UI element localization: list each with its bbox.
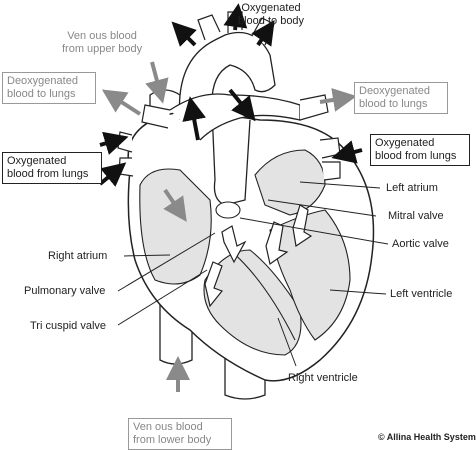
- leader-lines: [117, 181, 389, 367]
- label-oxy-from-lungs-right: Oxygenated blood from lungs: [370, 134, 470, 166]
- label-venous-upper: Ven ous blood from upper body: [62, 30, 143, 55]
- label-deoxy-left: Deoxygenated blood to lungs: [2, 72, 96, 104]
- grey-flow-arrows: [101, 61, 357, 392]
- label-right-ventricle: Right ventricle: [288, 372, 358, 384]
- left-ventricle-chamber: [269, 209, 351, 341]
- copyright-notice: © Allina Health System: [378, 432, 476, 442]
- label-left-atrium: Left atrium: [386, 182, 438, 194]
- label-pulmonary-valve: Pulmonary valve: [24, 285, 106, 297]
- label-oxy-from-lungs-left: Oxygenated blood from lungs: [2, 152, 102, 184]
- aortic-valve-shape: [215, 201, 241, 219]
- label-deoxy-right: Deoxygenated blood to lungs: [354, 82, 448, 114]
- label-oxygenated-to-body: Oxygenated blood to body: [238, 2, 305, 27]
- right-ventricle-chamber: [203, 249, 302, 356]
- label-tricuspid-valve: Tri cuspid valve: [30, 320, 107, 332]
- label-aortic-valve: Aortic valve: [392, 238, 449, 250]
- label-venous-lower: Ven ous blood from lower body: [128, 418, 232, 450]
- label-right-atrium: Right atrium: [48, 250, 108, 262]
- label-left-ventricle: Left ventricle: [390, 288, 453, 300]
- label-mitral-valve: Mitral valve: [388, 210, 444, 222]
- dark-flow-arrows: [98, 3, 363, 187]
